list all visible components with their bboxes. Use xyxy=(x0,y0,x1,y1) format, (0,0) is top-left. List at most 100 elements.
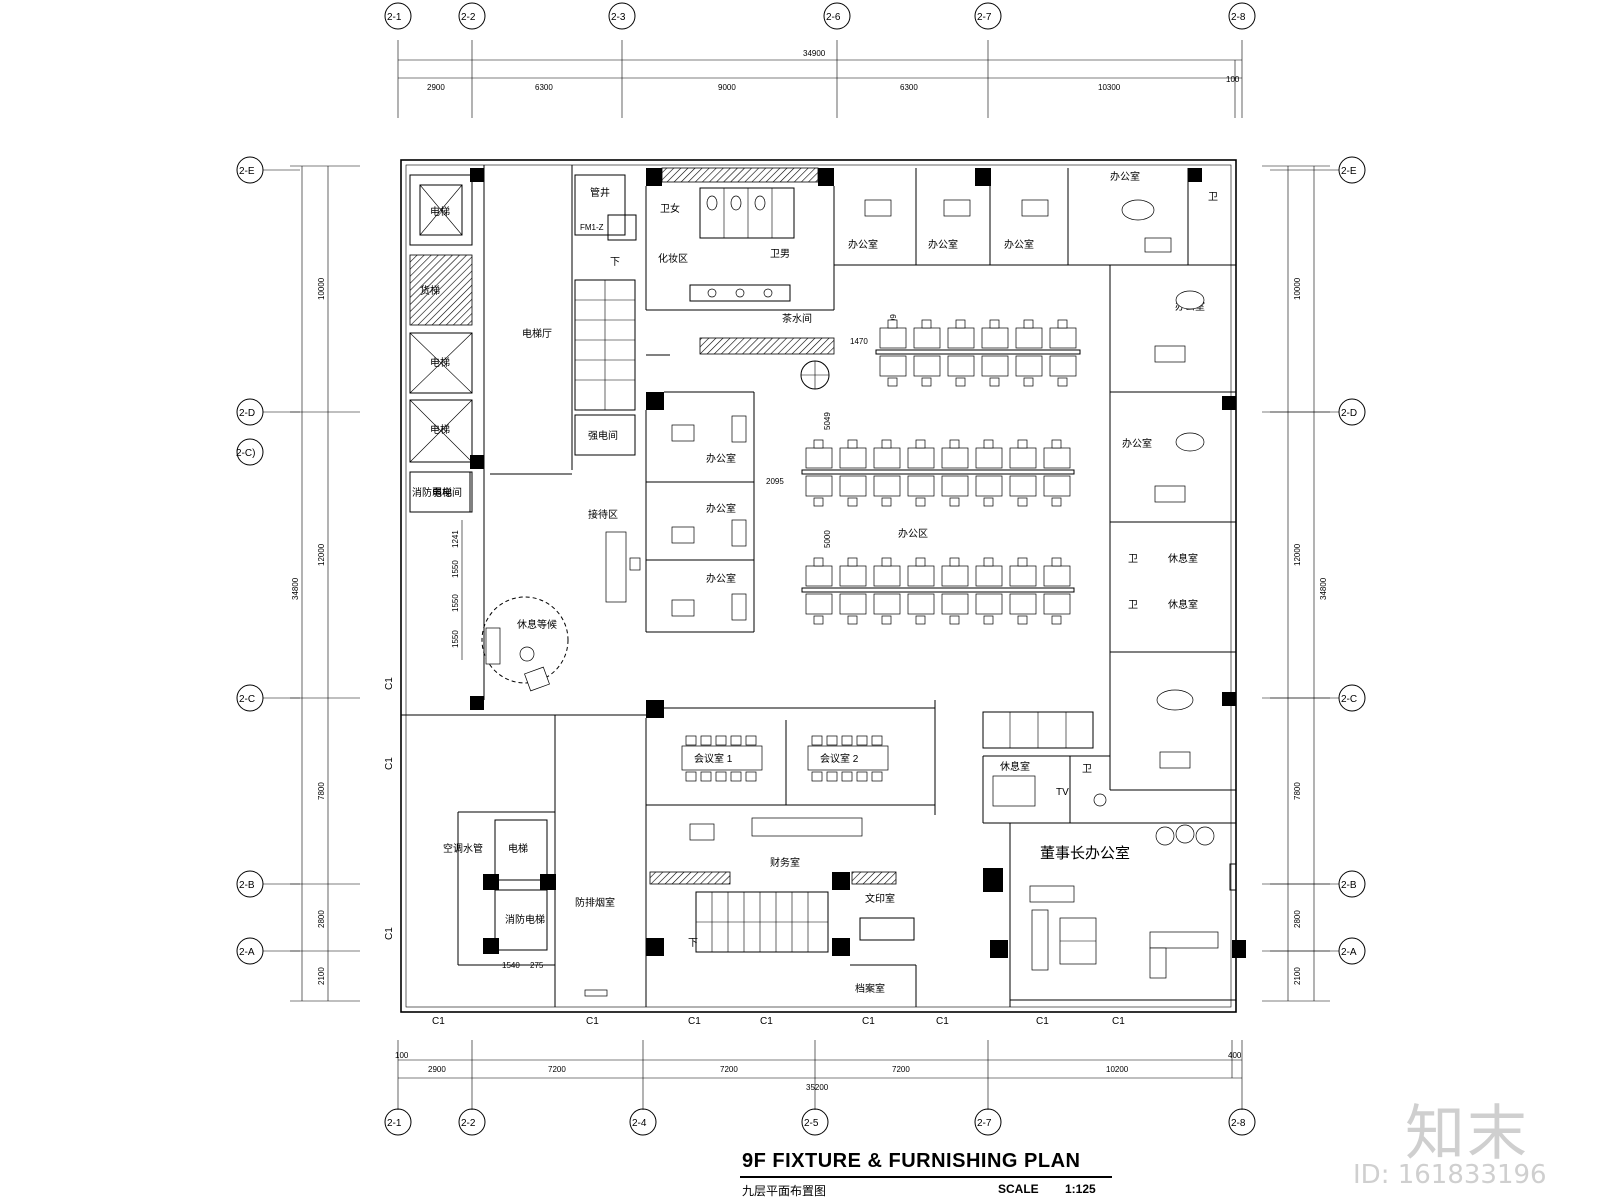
axis-top-4: 2-7 xyxy=(977,12,992,23)
label-fire-lift-low: 消防电梯 xyxy=(505,913,545,926)
dim-right-1: 12000 xyxy=(1293,543,1302,566)
workstation-spine xyxy=(875,349,1081,355)
workstation-chair xyxy=(813,557,824,567)
label-lift-2: 电梯 xyxy=(430,356,450,369)
window-bottom-3: C1 xyxy=(688,1016,701,1027)
dim-left-0: 10000 xyxy=(317,277,326,300)
window-bottom-4: C1 xyxy=(760,1016,773,1027)
dim-elevator-0: 1540 xyxy=(502,961,520,970)
workstation-chair xyxy=(1023,319,1034,329)
workstation-chair xyxy=(915,439,926,449)
dim-right-2: 7800 xyxy=(1293,782,1302,800)
label-restroom-female: 卫女 xyxy=(660,202,680,215)
workstation-chair xyxy=(847,439,858,449)
elevator-core: 电梯 货梯 电梯 电梯 消防电梯 xyxy=(409,168,484,710)
lower-left-core: 空调水管 电梯 消防电梯 防排烟室 1540 275 xyxy=(401,714,647,1007)
meeting-chair xyxy=(811,735,823,746)
workstation-desk xyxy=(913,327,941,349)
workstation-desk xyxy=(981,327,1009,349)
axis-right-2: 2-C xyxy=(1341,694,1357,705)
workstation-chair xyxy=(989,377,1000,387)
right-offices: 办公室 办公室 卫 卫 休息室 休息室 xyxy=(1109,265,1236,791)
dim-left-3: 2800 xyxy=(317,910,326,928)
axis-left-3: 2-C xyxy=(239,694,255,705)
meeting-chair xyxy=(856,771,868,782)
workstation-desk xyxy=(873,593,901,615)
label-reception: 接待区 xyxy=(588,508,618,521)
workstation-desk xyxy=(975,475,1003,497)
dim-reception-2: 1550 xyxy=(451,594,460,612)
top-offices: 办公室 办公室 办公室 办公室 卫 xyxy=(834,168,1236,266)
label-office-top-4: 办公室 xyxy=(1110,170,1140,183)
workstation-desk xyxy=(805,565,833,587)
axis-right-0: 2-E xyxy=(1341,166,1357,177)
workstation-chair xyxy=(949,557,960,567)
label-tv: TV xyxy=(1056,787,1069,798)
workstation-chair xyxy=(1051,615,1062,625)
workstation-chair xyxy=(881,615,892,625)
axis-bottom-2: 2-4 xyxy=(632,1118,647,1129)
label-office-top-2: 办公室 xyxy=(928,238,958,251)
label-meeting-1: 会议室 1 xyxy=(694,752,733,765)
axis-bubbles-bottom: 2-1 2-2 2-4 2-5 2-7 2-8 xyxy=(384,1108,1256,1136)
window-left-3: C1 xyxy=(384,927,395,940)
label-fm-door: FM1-Z xyxy=(580,223,604,232)
workstation-chair xyxy=(915,615,926,625)
meeting-chair xyxy=(841,735,853,746)
workstation-spine xyxy=(801,587,1075,593)
workstation-chair xyxy=(1051,497,1062,507)
label-office-left-1: 办公室 xyxy=(706,452,736,465)
dim-top-4: 10300 xyxy=(1098,83,1121,92)
workstation-chair xyxy=(983,615,994,625)
workstation-chair xyxy=(949,497,960,507)
axis-bubbles-top: 2-1 2-2 2-3 2-6 2-7 2-8 xyxy=(384,2,1256,30)
label-stair-down-low: 下 xyxy=(688,938,698,949)
dim-top-3: 6300 xyxy=(900,83,918,92)
workstation-desk xyxy=(873,475,901,497)
workstation-desk xyxy=(1043,447,1071,469)
dim-bottom-2: 7200 xyxy=(548,1065,566,1074)
dim-top-1: 6300 xyxy=(535,83,553,92)
workstation-desk xyxy=(975,565,1003,587)
window-bottom-1: C1 xyxy=(432,1016,445,1027)
label-lounge: 休息等候 xyxy=(517,618,557,631)
meeting-chair xyxy=(730,735,742,746)
label-office-top-3: 办公室 xyxy=(1004,238,1034,251)
label-archive: 档案室 xyxy=(855,982,885,995)
meeting-chair xyxy=(871,735,883,746)
workstation-desk xyxy=(907,475,935,497)
label-rest-right-2: 休息室 xyxy=(1168,598,1198,611)
workstation-chair xyxy=(949,615,960,625)
axis-right-1: 2-D xyxy=(1341,408,1357,419)
label-wc-top: 卫 xyxy=(1208,192,1218,203)
top-dimension-chain: 34900 2900 6300 9000 6300 10300 100 xyxy=(397,40,1243,118)
lower-mid-rooms: 财务室 下 文印室 档案室 xyxy=(646,817,917,1007)
label-rest-right-1: 休息室 xyxy=(1168,552,1198,565)
workstation-chair xyxy=(1051,439,1062,449)
meeting-chair xyxy=(745,735,757,746)
workstation-chair xyxy=(1023,377,1034,387)
workstation-desk xyxy=(879,327,907,349)
workstation-desk xyxy=(805,447,833,469)
workstation-desk xyxy=(975,593,1003,615)
window-bottom-6: C1 xyxy=(936,1016,949,1027)
workstation-desk xyxy=(913,355,941,377)
dim-left-1: 12000 xyxy=(317,543,326,566)
title-underline xyxy=(740,1176,1112,1178)
workstation-desk xyxy=(941,593,969,615)
axis-top-5: 2-8 xyxy=(1231,12,1246,23)
label-finance: 财务室 xyxy=(770,856,800,869)
axis-left-2: 2-C) xyxy=(236,448,255,459)
workstation-desk xyxy=(941,565,969,587)
chairman-office: 董事长办公室 xyxy=(983,822,1246,1007)
window-bottom-8: C1 xyxy=(1112,1016,1125,1027)
workstation-desk xyxy=(1043,565,1071,587)
label-pipe-room: 管井 xyxy=(590,186,610,199)
workstation-desk xyxy=(839,593,867,615)
axis-left-1: 2-D xyxy=(239,408,255,419)
axis-left-0: 2-E xyxy=(239,166,255,177)
dim-right-3: 2800 xyxy=(1293,910,1302,928)
label-pantry: 茶水间 xyxy=(782,312,812,325)
label-lift-low: 电梯 xyxy=(508,842,528,855)
workstation-chair xyxy=(1057,319,1068,329)
